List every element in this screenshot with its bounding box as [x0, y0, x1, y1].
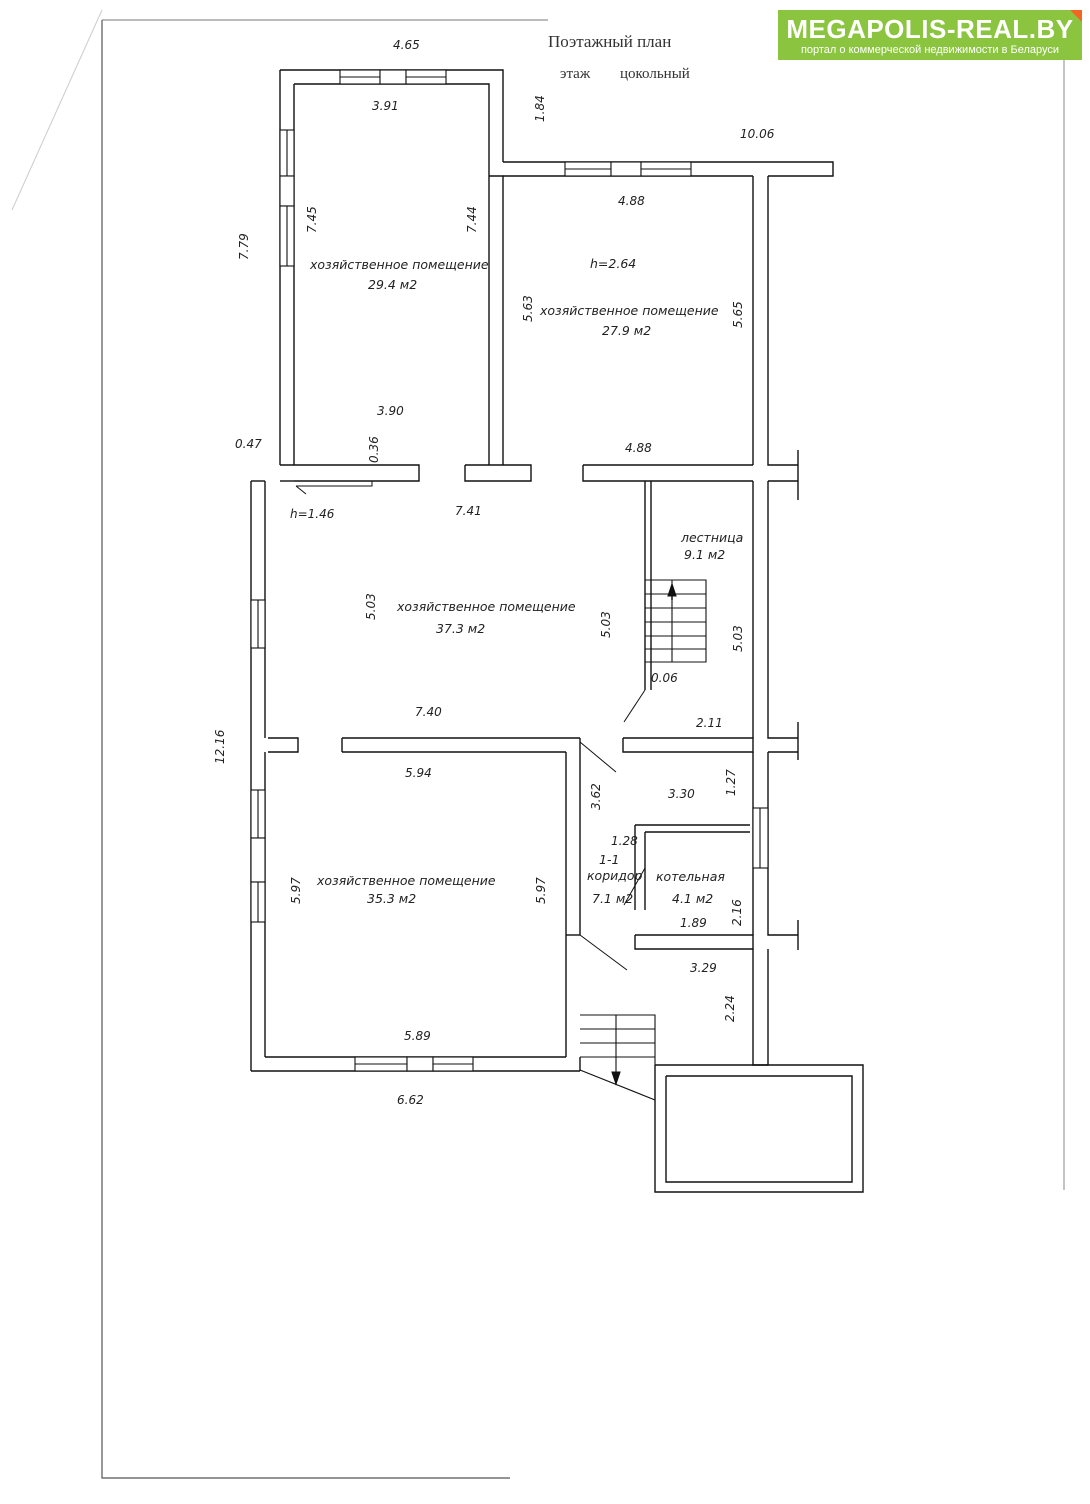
dim-boiler-w: 1.89: [680, 916, 707, 930]
dim-r5-left: 5.97: [289, 877, 303, 904]
dim-step: 1.84: [533, 95, 547, 122]
room-3-area: 37.3 м2: [436, 621, 485, 636]
dim-left-outer: 7.79: [237, 233, 251, 260]
floor-value: цокольный: [620, 66, 690, 82]
room-2-height: h=2.64: [590, 256, 636, 271]
brand-name: MEGAPOLIS-REAL.BY: [786, 14, 1074, 44]
dim-wall-036: 0.36: [367, 436, 381, 463]
dim-r3-left: 5.03: [364, 593, 378, 620]
room-1-name: хозяйственное помещение: [309, 257, 489, 272]
dim-r2-top: 4.88: [618, 194, 645, 208]
windows: [250, 69, 769, 1072]
room-3-name: хозяйственное помещение: [396, 599, 576, 614]
dim-r1-bottom: 3.90: [377, 404, 404, 418]
room-5-name: хозяйственное помещение: [316, 873, 496, 888]
dim-cor-width: 3.30: [668, 787, 695, 801]
room-4-area: 9.1 м2: [684, 547, 725, 562]
dim-total-height: 12.16: [213, 729, 227, 764]
dim-r2-left: 5.63: [521, 295, 535, 322]
dim-cor-128: 1.28: [611, 834, 638, 848]
room-7-name: котельная: [656, 869, 725, 884]
dim-r1-top: 3.91: [372, 99, 399, 113]
dim-r3-right: 5.03: [599, 611, 613, 638]
room-5-area: 35.3 м2: [367, 891, 416, 906]
dim-bottom-329: 3.29: [690, 961, 717, 975]
dim-r5-right: 5.97: [534, 877, 548, 904]
dim-r2-bottom: 4.88: [625, 441, 652, 455]
dim-porch-224: 2.24: [723, 995, 737, 1022]
dim-top-width: 4.65: [393, 38, 420, 52]
room-6-area: 7.1 м2: [592, 891, 633, 906]
brand-corner-mark: [1070, 10, 1082, 22]
brand-tagline: портал о коммерческой недвижимости в Бел…: [800, 44, 1060, 56]
sheet-fold: [11, 9, 103, 211]
room-6-number: 1-1: [599, 852, 619, 867]
sheet-border: [101, 20, 510, 1479]
dim-r1-right: 7.44: [465, 206, 479, 233]
dim-stair-right: 5.03: [731, 625, 745, 652]
walls: [250, 69, 864, 1193]
dim-total-bottom: 6.62: [397, 1093, 424, 1107]
room-2-name: хозяйственное помещение: [539, 303, 719, 318]
door-swings: [295, 481, 646, 971]
dim-r3-bottom: 7.40: [415, 705, 442, 719]
dim-r3-top: 7.41: [455, 504, 482, 518]
room-4-name: лестница: [680, 530, 743, 545]
dim-r5-bottom: 5.89: [404, 1029, 431, 1043]
dim-boiler-h: 2.16: [730, 899, 744, 926]
room-6-name: коридор: [587, 868, 643, 883]
plan-title: Поэтажный план: [548, 32, 671, 51]
floor-label: этаж: [560, 66, 591, 82]
room-2-area: 27.9 м2: [602, 323, 651, 338]
dim-cor-len: 3.62: [589, 783, 603, 810]
dim-r5-top: 5.94: [405, 766, 432, 780]
dim-side-127: 1.27: [724, 769, 738, 796]
dim-wall-047: 0.47: [235, 437, 262, 451]
dim-r1-left: 7.45: [305, 206, 319, 233]
room-1-area: 29.4 м2: [368, 277, 417, 292]
dim-total-width: 10.06: [740, 127, 775, 141]
stairs: [579, 579, 707, 1101]
brand-banner[interactable]: MEGAPOLIS-REAL.BY портал о коммерческой …: [778, 10, 1082, 60]
dim-stair-bottom: 2.11: [696, 716, 723, 730]
dim-r2-right: 5.65: [731, 301, 745, 328]
dim-stair-gap: 0.06: [651, 671, 678, 685]
room-7-area: 4.1 м2: [672, 891, 713, 906]
dim-h-low: h=1.46: [290, 507, 335, 521]
